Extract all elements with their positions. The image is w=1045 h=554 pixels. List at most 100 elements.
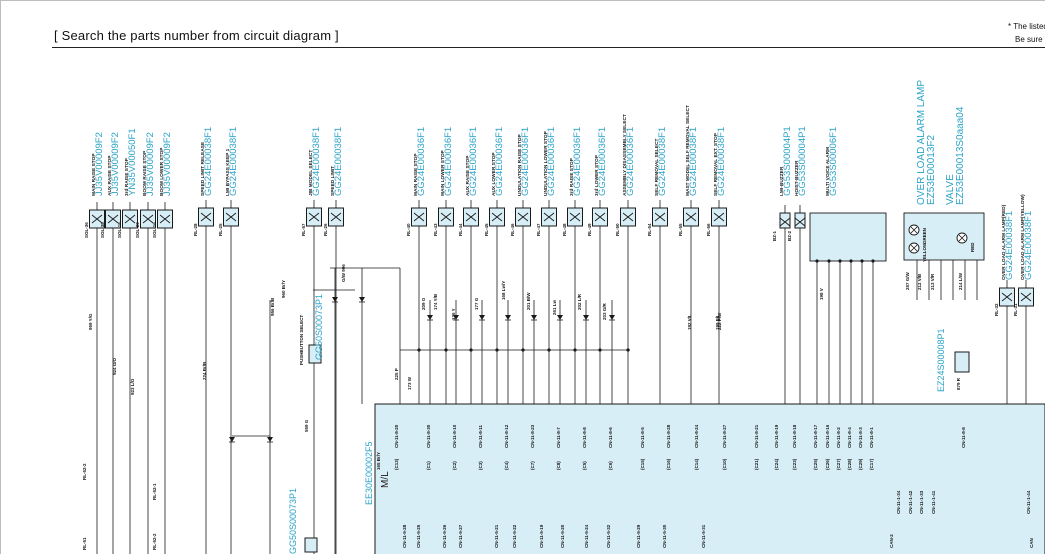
part-desc-12: AUX LOWER STOP <box>491 152 497 196</box>
channel-label-14: (C24) <box>774 458 779 470</box>
wire-label-14: 213 V/R <box>930 273 935 290</box>
diode-icon <box>557 315 563 320</box>
junction-dot <box>626 348 630 352</box>
diode-part-number: EZ24S00008P1 <box>936 328 946 392</box>
part-desc-10: MAIN LOWER STOP <box>440 149 446 196</box>
right-pin-2: CN-11-1-33 <box>919 490 924 514</box>
connector-pin-15: CN-11-8-18 <box>792 424 797 448</box>
part-desc-24: OVER LOAD ALARM LAMP <box>916 80 927 205</box>
component-id-1: SOL-38 <box>100 222 105 238</box>
component-id-12: RL-45 <box>484 223 489 236</box>
diode-unit <box>954 351 970 373</box>
connector-pin-22: CN-11-8-8 <box>961 427 966 448</box>
component-id-6: RL-25 <box>218 223 223 236</box>
connector-pin-0: CN-11-8-20 <box>394 424 399 448</box>
connector-pin-9: CN-11-8-5 <box>640 427 645 448</box>
part-number-19: GG24E00038F1 <box>688 127 699 196</box>
channel-label-17: (C26) <box>825 458 830 470</box>
diode-icon <box>427 315 433 320</box>
wire-label-23: 203 G/R <box>602 302 607 320</box>
junction-dot <box>815 259 819 263</box>
part-desc-23: MULTI VOICE ALARM <box>825 147 831 196</box>
component-id-5: RL-28 <box>193 223 198 236</box>
lower-pin-5: CN-11-5-22 <box>512 524 517 548</box>
part-desc-26: OVER LOAD ALARM LAMP(RED) <box>1001 204 1007 280</box>
connector-pin-17: CN-11-8-16 <box>825 424 830 448</box>
channel-label-11: (C14) <box>694 458 699 470</box>
channel-label-18: (C27) <box>836 458 841 470</box>
component-id-8: RL-26 <box>323 223 328 236</box>
connector-pin-18: CN-11-8-2 <box>836 427 841 448</box>
part-number-5: GG24E00038F1 <box>203 127 214 196</box>
wire-label-5: 960 Br/Y <box>281 280 286 298</box>
wire-label-7: 559 G <box>304 419 309 432</box>
coil-glyph-1 <box>107 214 119 224</box>
wire-label-1: 924 G/O <box>112 357 117 375</box>
wire-label-25: 176 Y <box>451 308 456 320</box>
lower-pin-3: CN-11-5-27 <box>458 524 463 548</box>
coil-glyph-0 <box>91 214 103 224</box>
wire-label-9: 192 V/L <box>687 314 692 330</box>
junction-dot <box>469 348 473 352</box>
part-desc-0: MAIN RAISE STOP <box>91 153 97 196</box>
coil-glyph-7 <box>308 212 320 222</box>
component-id-4: SOL-16 <box>152 222 157 238</box>
wire-label-19: 168 Lw/Y <box>501 281 506 300</box>
connector-pin-20: CN-11-8-3 <box>858 427 863 448</box>
diode-icon <box>583 315 589 320</box>
bypass-switch[interactable] <box>304 537 318 553</box>
left-label-2: RL-52-1 <box>152 483 157 500</box>
title-underline <box>52 47 1045 48</box>
component-id-0: SOL-36 <box>84 222 89 238</box>
channel-label-19: (C28) <box>847 458 852 470</box>
lamp-x-glyph <box>910 226 918 234</box>
diode-icon <box>479 315 485 320</box>
component-id-10: RL-43 <box>433 223 438 236</box>
junction-dot <box>827 259 831 263</box>
channel-label-15: (C23) <box>792 458 797 470</box>
component-id-22: BZ-2 <box>787 231 792 241</box>
junction-dot <box>521 348 525 352</box>
pushbutton-switch[interactable] <box>308 344 322 364</box>
diode-icon <box>229 437 235 442</box>
controller-block <box>374 403 1045 554</box>
connector-pin-3: CN-11-8-11 <box>478 424 483 448</box>
wire-label-18: 165 Br/Y <box>376 452 381 470</box>
right-pin-4: CN-11-1-44 <box>1026 490 1031 514</box>
part-number-26: GG24E00038F1 <box>1004 211 1015 280</box>
connector-pin-7: CN-11-8-8 <box>582 427 587 448</box>
part-number-20: GG24E00038F1 <box>716 127 727 196</box>
part-desc-17: ASSEMBLY DISASSEMBLY SELECT <box>622 114 628 196</box>
diode-icon <box>267 437 273 442</box>
coil-glyph-5 <box>200 212 212 222</box>
connector-pin-4: CN-11-8-12 <box>504 424 509 448</box>
connector-pin-13: CN-11-8-21 <box>754 424 759 448</box>
wire-label-12: 257 G/W <box>905 271 910 290</box>
junction-dot <box>573 348 577 352</box>
coil-glyph-11 <box>465 212 477 222</box>
part-number-6: GG24E00038F1 <box>228 127 239 196</box>
connector-pin-21: CN-11-8-1 <box>869 427 874 448</box>
wire-label-15: 214 L/W <box>958 272 963 290</box>
part-desc-3: BOOM RAISE STOP <box>142 150 148 196</box>
lower-pin-8: CN-11-5-24 <box>584 524 589 548</box>
coil-glyph-12 <box>491 212 503 222</box>
part-number-17: GG24E00036F1 <box>625 127 636 196</box>
wire-label-13: 212 V/B <box>917 273 922 290</box>
coil-glyph-22 <box>794 217 806 227</box>
channel-label-6: (C8) <box>556 461 561 470</box>
part-number-25: EZ53E00013S0aaa04 <box>955 106 966 205</box>
wire-label-26: 209 O <box>421 297 426 310</box>
coil-glyph-27 <box>1020 292 1032 302</box>
lower-pin-9: CN-11-5-32 <box>606 524 611 548</box>
part-desc-1: AUX RAISE STOP <box>107 155 113 196</box>
component-id-3: SOL-20 <box>135 222 140 238</box>
part-desc-19: MAST MODEL SELF REMOVAL SELECT <box>685 105 691 196</box>
component-id-20: RL-56 <box>706 223 711 236</box>
connector-pin-14: CN-11-8-19 <box>774 424 779 448</box>
coil-glyph-6 <box>225 212 237 222</box>
lower-pin-1: CN-11-5-25 <box>416 524 421 548</box>
component-id-2: SOL-18 <box>117 222 122 238</box>
channel-label-2: (C2) <box>452 461 457 470</box>
